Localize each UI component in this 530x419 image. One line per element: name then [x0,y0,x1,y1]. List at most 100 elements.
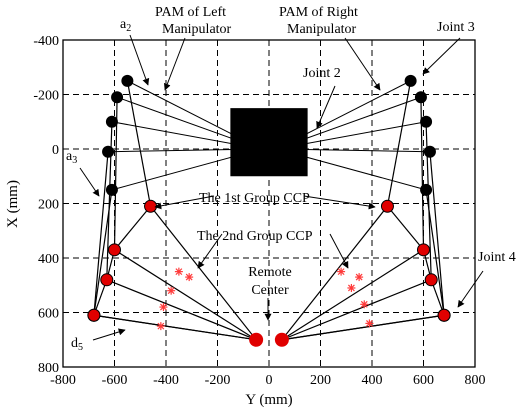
arm-link [150,205,257,341]
arm-link [425,121,432,280]
annotation-arrows [79,34,484,341]
arm-link [126,80,152,207]
joint4-marker [108,243,121,257]
ccp-star-stroke [347,284,355,292]
joint3-marker [105,183,118,196]
x-tick-label: 0 [266,373,273,388]
arm-link [425,189,445,316]
joint2-label: Joint 2 [303,66,341,81]
ccp-star [174,267,183,276]
y-axis-title: X (mm) [5,180,21,228]
x-tick-label: -400 [153,373,179,388]
joint3-marker [111,91,124,104]
callout-arrow [197,233,223,269]
ccp-star [167,286,176,295]
remote-center-label-line2: Center [251,283,289,298]
callout-arrow [329,233,349,269]
ccp-star [337,267,346,276]
ccp-star [360,300,369,309]
joint3-marker [404,74,417,87]
ccp-star-stroke [175,268,183,276]
arm-link [429,151,445,316]
joint3-marker [420,115,433,128]
callout-arrow [163,37,186,91]
remote-center-marker [249,332,264,347]
ccp-star [365,319,374,328]
ccp-star [355,273,364,282]
arm-link [106,121,113,280]
arm-link [114,249,257,341]
callout-arrow [79,167,100,197]
joint4-marker [417,243,430,257]
y-tick-label: 400 [38,252,59,267]
joint3-marker [423,145,436,158]
y-tick-label: 0 [52,143,59,158]
callout-arrow [316,85,336,129]
joint3-label: Joint 3 [437,20,475,35]
joint4-marker [87,308,101,322]
x-tick-labels: -800 -600 -400 -200 0 200 400 600 800 [50,373,485,388]
joint4-marker [437,308,451,322]
callout-arrow [303,195,376,210]
ccp-star-stroke [366,319,373,327]
x-tick-label: 200 [310,373,331,388]
remote-center-label-line1: Remote [248,265,292,280]
ccp-star-stroke [360,300,368,308]
ccp-star-stroke [157,322,165,330]
callout-arrow [457,270,484,308]
joint3-marker [121,74,134,87]
ccp-star [159,303,168,312]
ccp-star-stroke [185,273,193,281]
joint3-marker [102,145,115,158]
x-tick-label: -800 [50,373,76,388]
pam-left-label-line2: Manipulator [162,22,232,37]
ccp-star [156,322,165,331]
joint4-marker [100,273,114,287]
arm-link [281,205,388,341]
arm-link [281,279,432,341]
y-tick-label: -400 [33,34,59,49]
x-tick-label: -200 [205,373,231,388]
ccp-group2-label: The 2nd Group CCP [197,229,313,244]
y-tick-label: -200 [33,89,59,104]
joint4-marker [380,199,394,213]
joint4-marker [144,199,158,213]
callout-arrow [92,328,126,341]
pam-right-label-line1: PAM of Right [279,5,358,20]
ccp-star-markers [156,267,374,331]
joint4-marker [424,273,438,287]
callout-arrow [129,34,150,86]
d5-label: d5 [71,336,83,353]
pam-right-label-line2: Manipulator [287,22,357,37]
arm-link [281,249,424,341]
x-tick-label: 400 [362,373,383,388]
a2-label: a2 [120,17,131,34]
callout-arrow [344,37,381,91]
arm-link [93,314,257,341]
arm-link [106,279,257,341]
joint4-label: Joint 4 [478,250,516,265]
ccp-star [185,273,194,282]
x-axis-title: Y (mm) [245,392,292,408]
callout-arrow [154,195,215,210]
joint-markers [87,74,451,347]
workspace-boundary [114,205,152,251]
remote-center-marker [274,332,289,347]
x-tick-label: -600 [102,373,128,388]
x-tick-label: 600 [413,373,434,388]
callout-arrow [422,37,461,75]
arm-link [386,80,412,207]
arm-link [93,189,113,316]
pam-left-label-line1: PAM of Left [155,5,226,20]
ccp-star-stroke [167,287,175,295]
joint3-marker [420,183,433,196]
arm-link [281,314,445,341]
joint3-marker [414,91,427,104]
ccp-group1-label: The 1st Group CCP [199,191,310,206]
ccp-star-stroke [160,303,167,311]
x-tick-label: 800 [465,373,486,388]
robot-base-block [230,108,308,177]
